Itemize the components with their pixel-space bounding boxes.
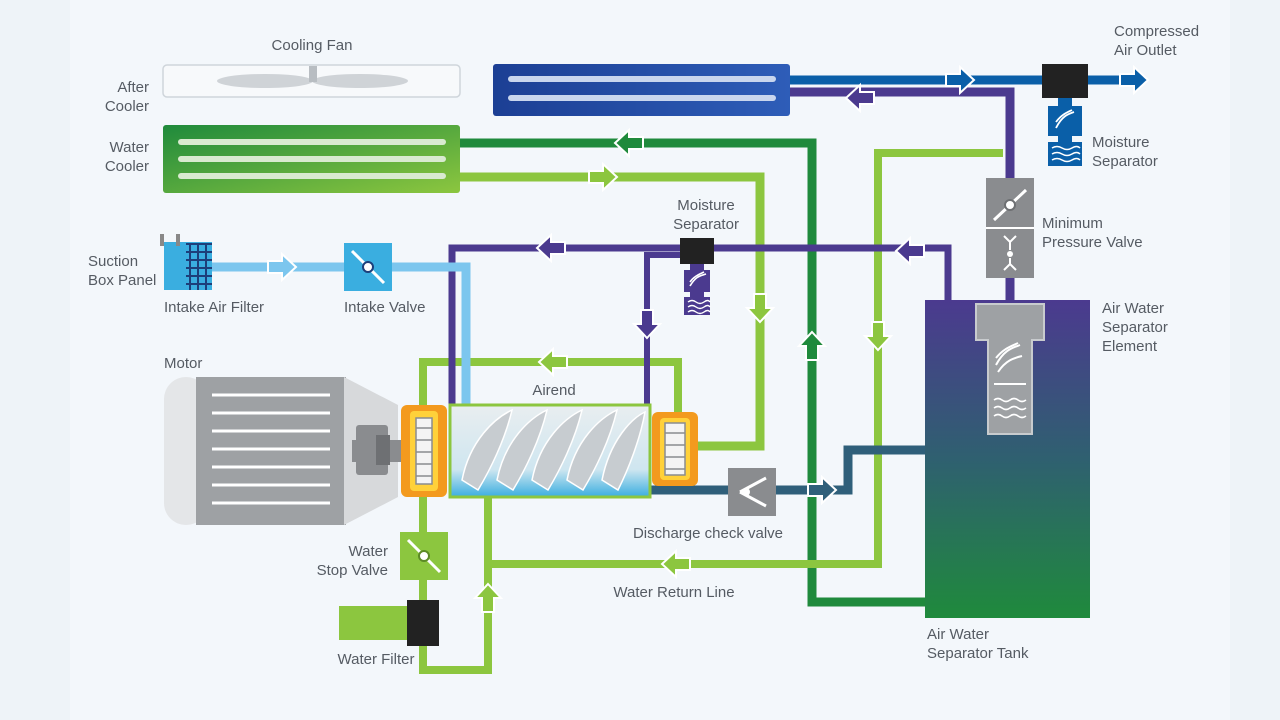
label-intake-valve: Intake Valve — [344, 299, 425, 316]
label-after-cooler-1: After — [117, 79, 149, 96]
fan-blade-right — [312, 74, 408, 88]
label-cooling-fan: Cooling Fan — [272, 37, 353, 54]
intake-air-filter — [160, 234, 212, 290]
fan-hub — [309, 66, 317, 82]
label-separator-tank-1: Air Water — [927, 626, 989, 643]
arrow-intake-right — [267, 251, 298, 283]
label-suction-box-panel-2: Box Panel — [88, 272, 156, 289]
moisture-separator-mid — [680, 238, 714, 315]
arrow-purple-down — [631, 309, 663, 340]
label-moisture-separator-top-1: Moisture — [1092, 134, 1150, 151]
label-water-cooler-1: Water — [110, 139, 149, 156]
label-airend: Airend — [532, 382, 575, 399]
air-water-separator-element — [975, 303, 1045, 435]
cooling-fan-housing — [162, 64, 461, 98]
moisture-separator-top — [1042, 64, 1088, 166]
label-after-cooler-2: Cooler — [105, 98, 149, 115]
arrow-purple-mid-left-b — [894, 235, 925, 267]
label-water-stop-valve-1: Water — [349, 543, 388, 560]
label-separator-tank-2: Separator Tank — [927, 645, 1029, 662]
label-moisture-separator-mid-1: Moisture — [677, 197, 735, 214]
label-suction-box-panel-1: Suction — [88, 253, 138, 270]
label-moisture-separator-mid-2: Separator — [673, 216, 739, 233]
label-separator-element-3: Element — [1102, 338, 1158, 355]
label-water-stop-valve-2: Stop Valve — [317, 562, 388, 579]
coupling-right — [652, 412, 698, 486]
arrow-discharge-right — [807, 474, 838, 506]
label-minimum-pressure-valve-1: Minimum — [1042, 215, 1103, 232]
motor — [164, 377, 404, 525]
label-minimum-pressure-valve-2: Pressure Valve — [1042, 234, 1143, 251]
arrow-airend-loop-left — [537, 346, 568, 378]
label-water-filter: Water Filter — [338, 651, 415, 668]
arrow-dark-green-up — [796, 330, 828, 361]
label-separator-element-1: Air Water — [1102, 300, 1164, 317]
label-intake-air-filter: Intake Air Filter — [164, 299, 264, 316]
airend — [448, 403, 652, 499]
arrow-water-filter-up — [472, 582, 504, 613]
label-water-cooler-2: Cooler — [105, 158, 149, 175]
intake-valve — [344, 243, 392, 291]
arrow-dark-green-left — [613, 127, 644, 159]
arrow-water-return-left — [660, 548, 691, 580]
label-compressed-air-outlet-2: Air Outlet — [1114, 42, 1177, 59]
arrow-light-green-right — [588, 161, 619, 193]
coupling-left — [401, 405, 447, 497]
pipe-purple-separator — [644, 252, 680, 405]
label-water-return-line: Water Return Line — [613, 584, 734, 601]
arrow-light-green-down-a — [744, 293, 776, 324]
after-cooler — [493, 64, 790, 116]
water-cooler — [163, 125, 460, 193]
label-discharge-check-valve: Discharge check valve — [633, 525, 783, 542]
label-motor: Motor — [164, 355, 202, 372]
arrow-blue-right-a — [945, 64, 976, 96]
water-filter — [339, 600, 439, 646]
label-separator-element-2: Separator — [1102, 319, 1168, 336]
arrow-purple-top-left — [844, 82, 875, 114]
minimum-pressure-valve — [986, 178, 1034, 278]
water-stop-valve — [400, 532, 448, 580]
fan-blade-left — [217, 74, 313, 88]
label-compressed-air-outlet-1: Compressed — [1114, 23, 1199, 40]
arrow-blue-right-b — [1119, 64, 1150, 96]
arrow-purple-mid-left-a — [535, 232, 566, 264]
discharge-check-valve — [728, 468, 776, 516]
arrow-light-green-down-b — [862, 321, 894, 352]
label-moisture-separator-top-2: Separator — [1092, 153, 1158, 170]
air-water-separator-tank — [925, 300, 1090, 618]
